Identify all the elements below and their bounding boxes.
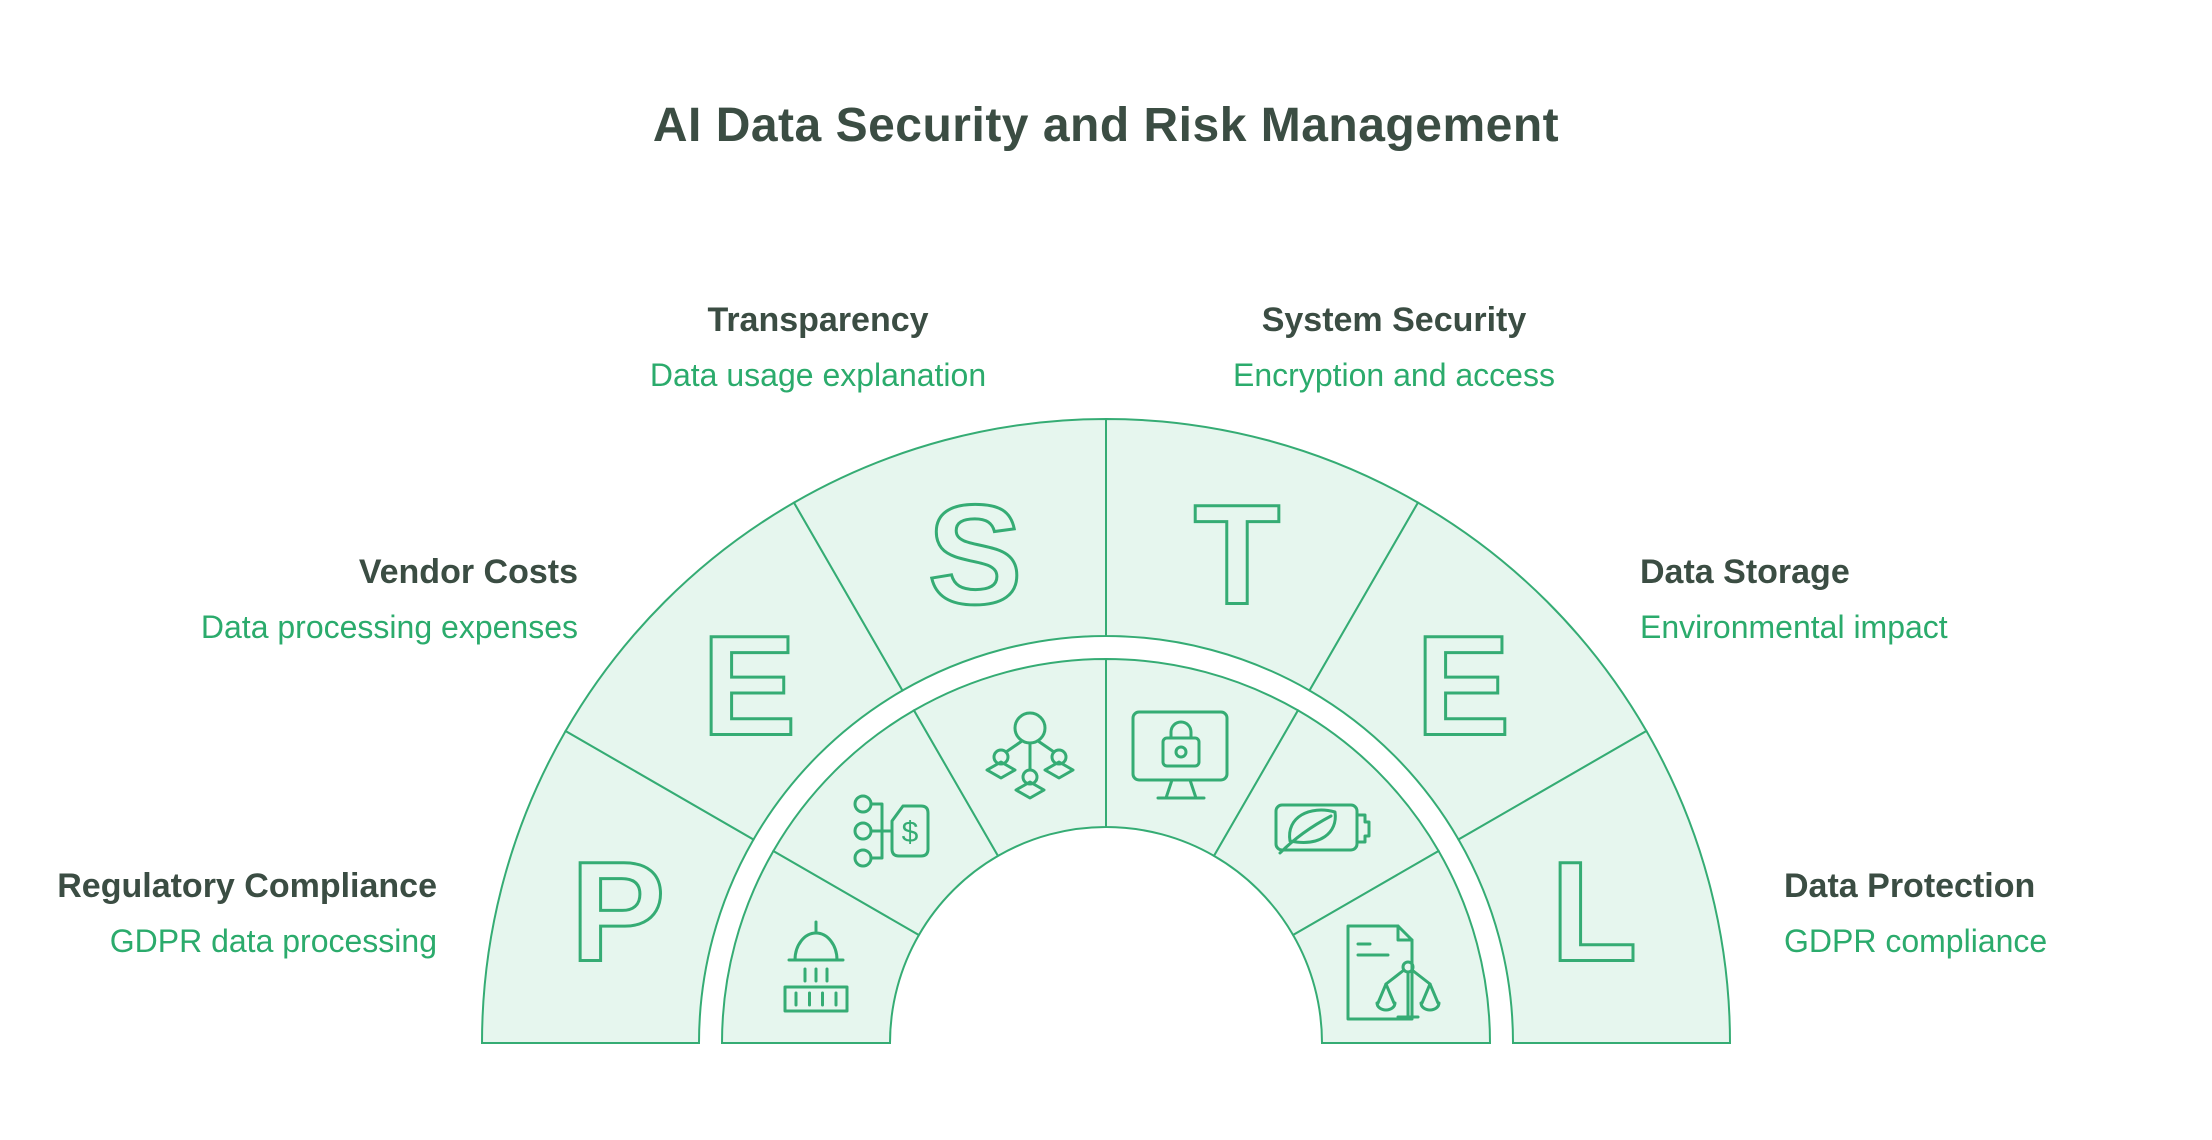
cost-tag-icon: $ bbox=[853, 794, 930, 868]
letter-e-economic: E bbox=[702, 607, 797, 766]
monitor-lock-icon bbox=[1131, 710, 1229, 800]
label-description: Data processing expenses bbox=[200, 608, 578, 645]
label-heading: Regulatory Compliance bbox=[57, 867, 437, 905]
svg-text:$: $ bbox=[902, 816, 919, 849]
government-building-icon bbox=[783, 920, 849, 1013]
org-chart-people-icon bbox=[985, 711, 1075, 800]
label-description: GDPR compliance bbox=[1784, 922, 2048, 959]
label-description: Encryption and access bbox=[1233, 356, 1555, 393]
letter-l: L bbox=[1551, 833, 1638, 992]
label-vendor-costs: Vendor Costs Data processing expenses bbox=[201, 552, 578, 646]
label-transparency: Transparency Data usage explanation bbox=[650, 300, 986, 394]
page-title: AI Data Security and Risk Management bbox=[652, 99, 1560, 152]
label-description: Environmental impact bbox=[1640, 608, 1948, 645]
letter-p: P bbox=[571, 833, 666, 992]
label-description: Data usage explanation bbox=[649, 356, 987, 393]
label-system-security: System Security Encryption and access bbox=[1233, 300, 1555, 394]
eco-battery-leaf-icon bbox=[1274, 803, 1371, 855]
label-description: GDPR data processing bbox=[109, 922, 437, 959]
label-heading: Vendor Costs bbox=[358, 553, 578, 591]
label-data-storage: Data Storage Environmental impact bbox=[1640, 552, 1948, 646]
label-heading: System Security bbox=[1261, 301, 1527, 339]
label-heading: Transparency bbox=[707, 301, 929, 339]
letter-s: S bbox=[928, 476, 1023, 635]
label-heading: Data Storage bbox=[1640, 553, 1850, 591]
letter-e-environmental: E bbox=[1416, 607, 1511, 766]
outer-wedge-legal bbox=[1457, 729, 1732, 1044]
letter-t: T bbox=[1194, 476, 1281, 635]
label-heading: Data Protection bbox=[1784, 867, 2036, 905]
label-regulatory-compliance: Regulatory Compliance GDPR data processi… bbox=[57, 866, 437, 960]
inner-wedge-legal bbox=[1291, 849, 1492, 1044]
label-data-protection: Data Protection GDPR compliance bbox=[1784, 866, 2047, 960]
legal-document-scales-icon bbox=[1346, 924, 1441, 1021]
